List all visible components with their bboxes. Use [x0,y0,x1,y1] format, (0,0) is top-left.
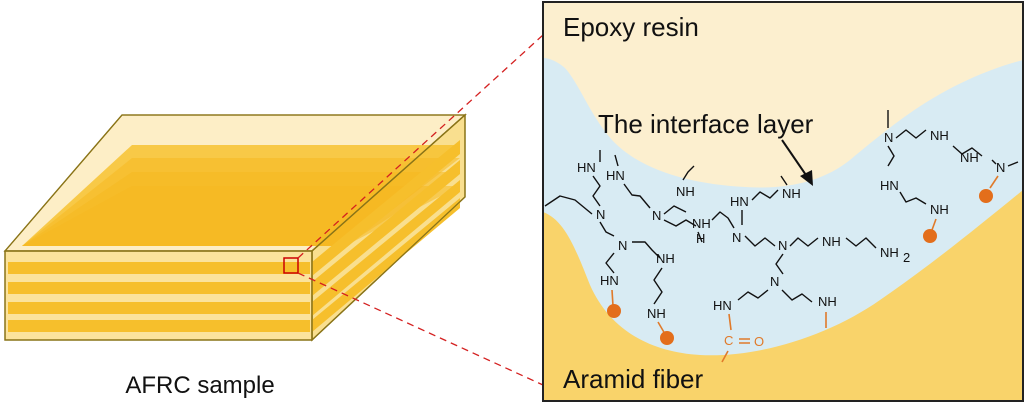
chem-hn: HN [606,168,625,183]
chem-n: N [996,160,1005,175]
graft-dot [607,304,621,318]
chem-n: N [884,130,893,145]
epoxy-label: Epoxy resin [563,12,699,42]
chem-nh: NH [656,251,675,266]
chem-carbonyl-c: C [724,333,733,348]
epoxy-region [543,2,1023,188]
chem-n: N [732,230,741,245]
chem-n: N [618,238,627,253]
chem-n: N [596,207,605,222]
interface-arrow [781,139,813,186]
polymer-chains: HN N N HN NH NH HN N NH NH [544,110,1019,363]
chem-nh: NH [647,306,666,321]
chem-nh: NH [930,202,949,217]
chem-nh: NH [818,294,837,309]
graft-dot [979,189,993,203]
chem-nh: NH [930,128,949,143]
fiber-label: Aramid fiber [563,364,703,394]
fiber-region [543,190,1023,401]
chem-carbonyl-o: O [754,334,764,349]
zoom-panel-border [542,1,1024,402]
chem-nh: NH [960,150,979,165]
chem-hn: HN [713,298,732,313]
chem-nh: NH [676,184,695,199]
zoom-line-top [297,34,544,259]
chem-hn: HN [730,194,749,209]
chem-n: NH [692,216,711,231]
graft-dot [660,331,674,345]
chem-n: N [770,274,779,289]
fiber-layers-front [8,262,310,332]
chem-hn: HN [577,160,596,175]
chem-n: N [778,238,787,253]
afrc-sample-block [3,113,467,342]
zoom-panel: Epoxy resin The interface layer Aramid f… [542,1,1024,402]
chem-n: NH [822,234,841,249]
chem-nh2: NH [880,245,899,260]
chem-n: N [652,208,661,223]
chem-h: H [696,231,705,246]
chem-nh2-subscript: 2 [903,250,910,265]
sample-caption: AFRC sample [125,372,274,399]
zoom-line-bottom [297,272,544,386]
magnified-region-box [283,257,299,274]
interface-label: The interface layer [598,109,814,139]
fiber-layers-right [312,140,460,332]
chem-hn: HN [600,273,619,288]
graft-dot [923,229,937,243]
chem-hn: HN [880,178,899,193]
chem-nh: NH [782,186,801,201]
